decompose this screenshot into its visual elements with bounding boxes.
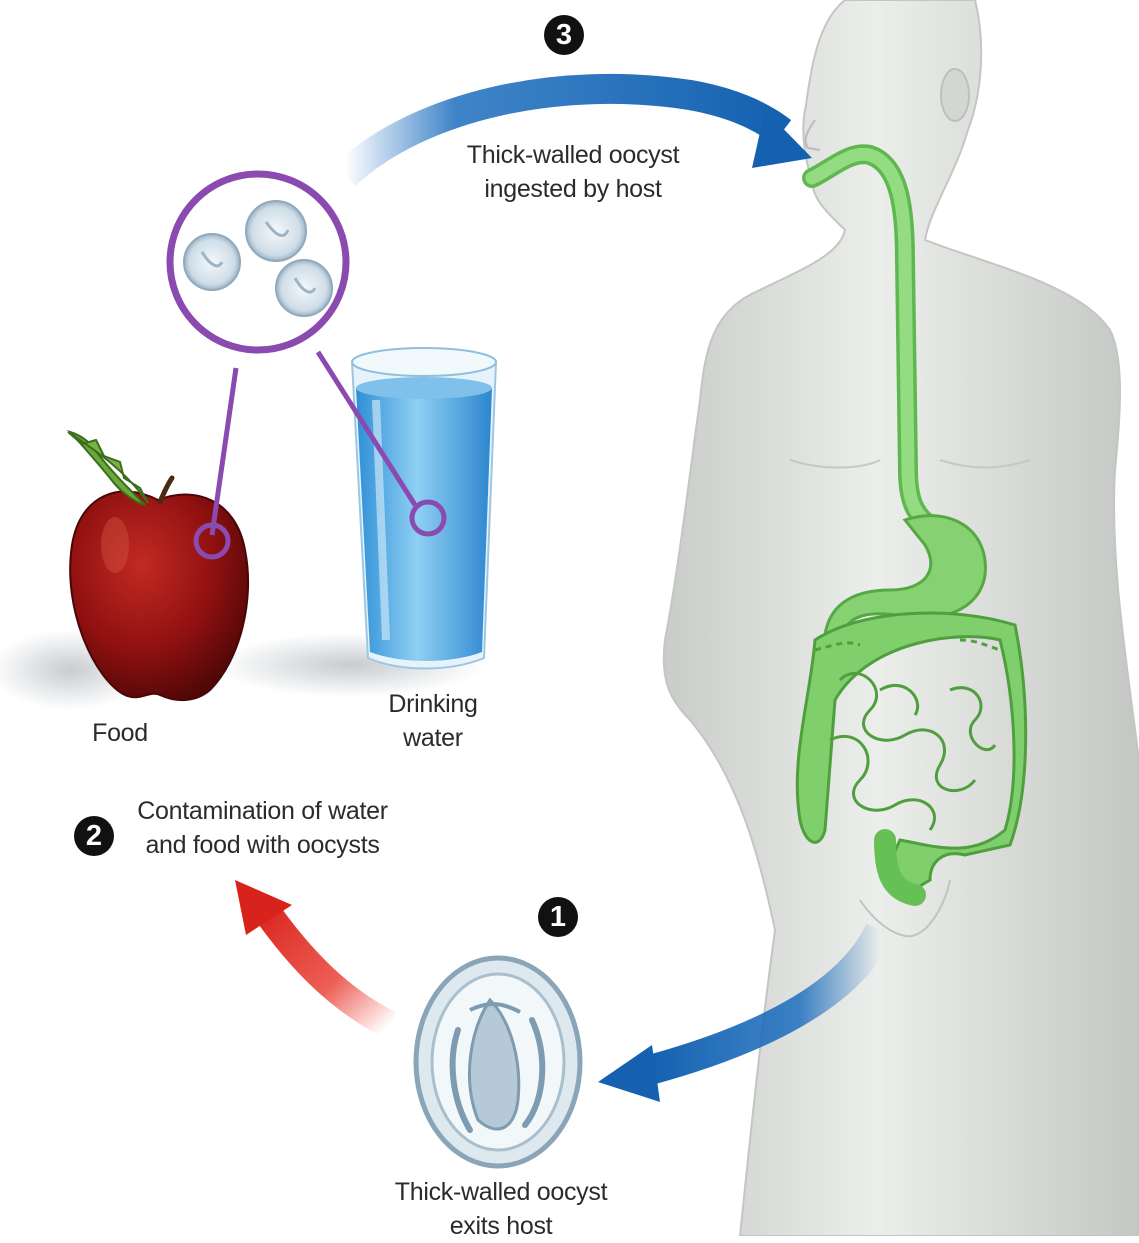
label-oocyst-exits-line1: Thick-walled oocyst: [346, 1175, 656, 1209]
glass-drinking-water-icon: [352, 348, 496, 669]
label-drinking-water: Drinking water: [358, 687, 508, 755]
step-3-marker: 3: [544, 15, 584, 55]
step-2-marker: 2: [74, 816, 114, 856]
label-contamination: Contamination of water and food with ooc…: [120, 794, 405, 862]
label-oocyst-ingested-line2: ingested by host: [418, 172, 728, 206]
label-oocyst-exits: Thick-walled oocyst exits host: [346, 1175, 656, 1243]
label-drinking-water-line1: Drinking: [358, 687, 508, 721]
thick-walled-oocyst-icon: [416, 958, 580, 1166]
label-oocyst-ingested: Thick-walled oocyst ingested by host: [418, 138, 728, 206]
label-contamination-line1: Contamination of water: [120, 794, 405, 828]
label-food-text: Food: [70, 716, 170, 750]
label-contamination-line2: and food with oocysts: [120, 828, 405, 862]
label-food: Food: [70, 716, 170, 750]
arrow-contamination: [235, 880, 390, 1025]
label-oocyst-exits-line2: exits host: [346, 1209, 656, 1243]
label-drinking-water-line2: water: [358, 721, 508, 755]
label-oocyst-ingested-line1: Thick-walled oocyst: [418, 138, 728, 172]
step-1-marker: 1: [538, 897, 578, 937]
